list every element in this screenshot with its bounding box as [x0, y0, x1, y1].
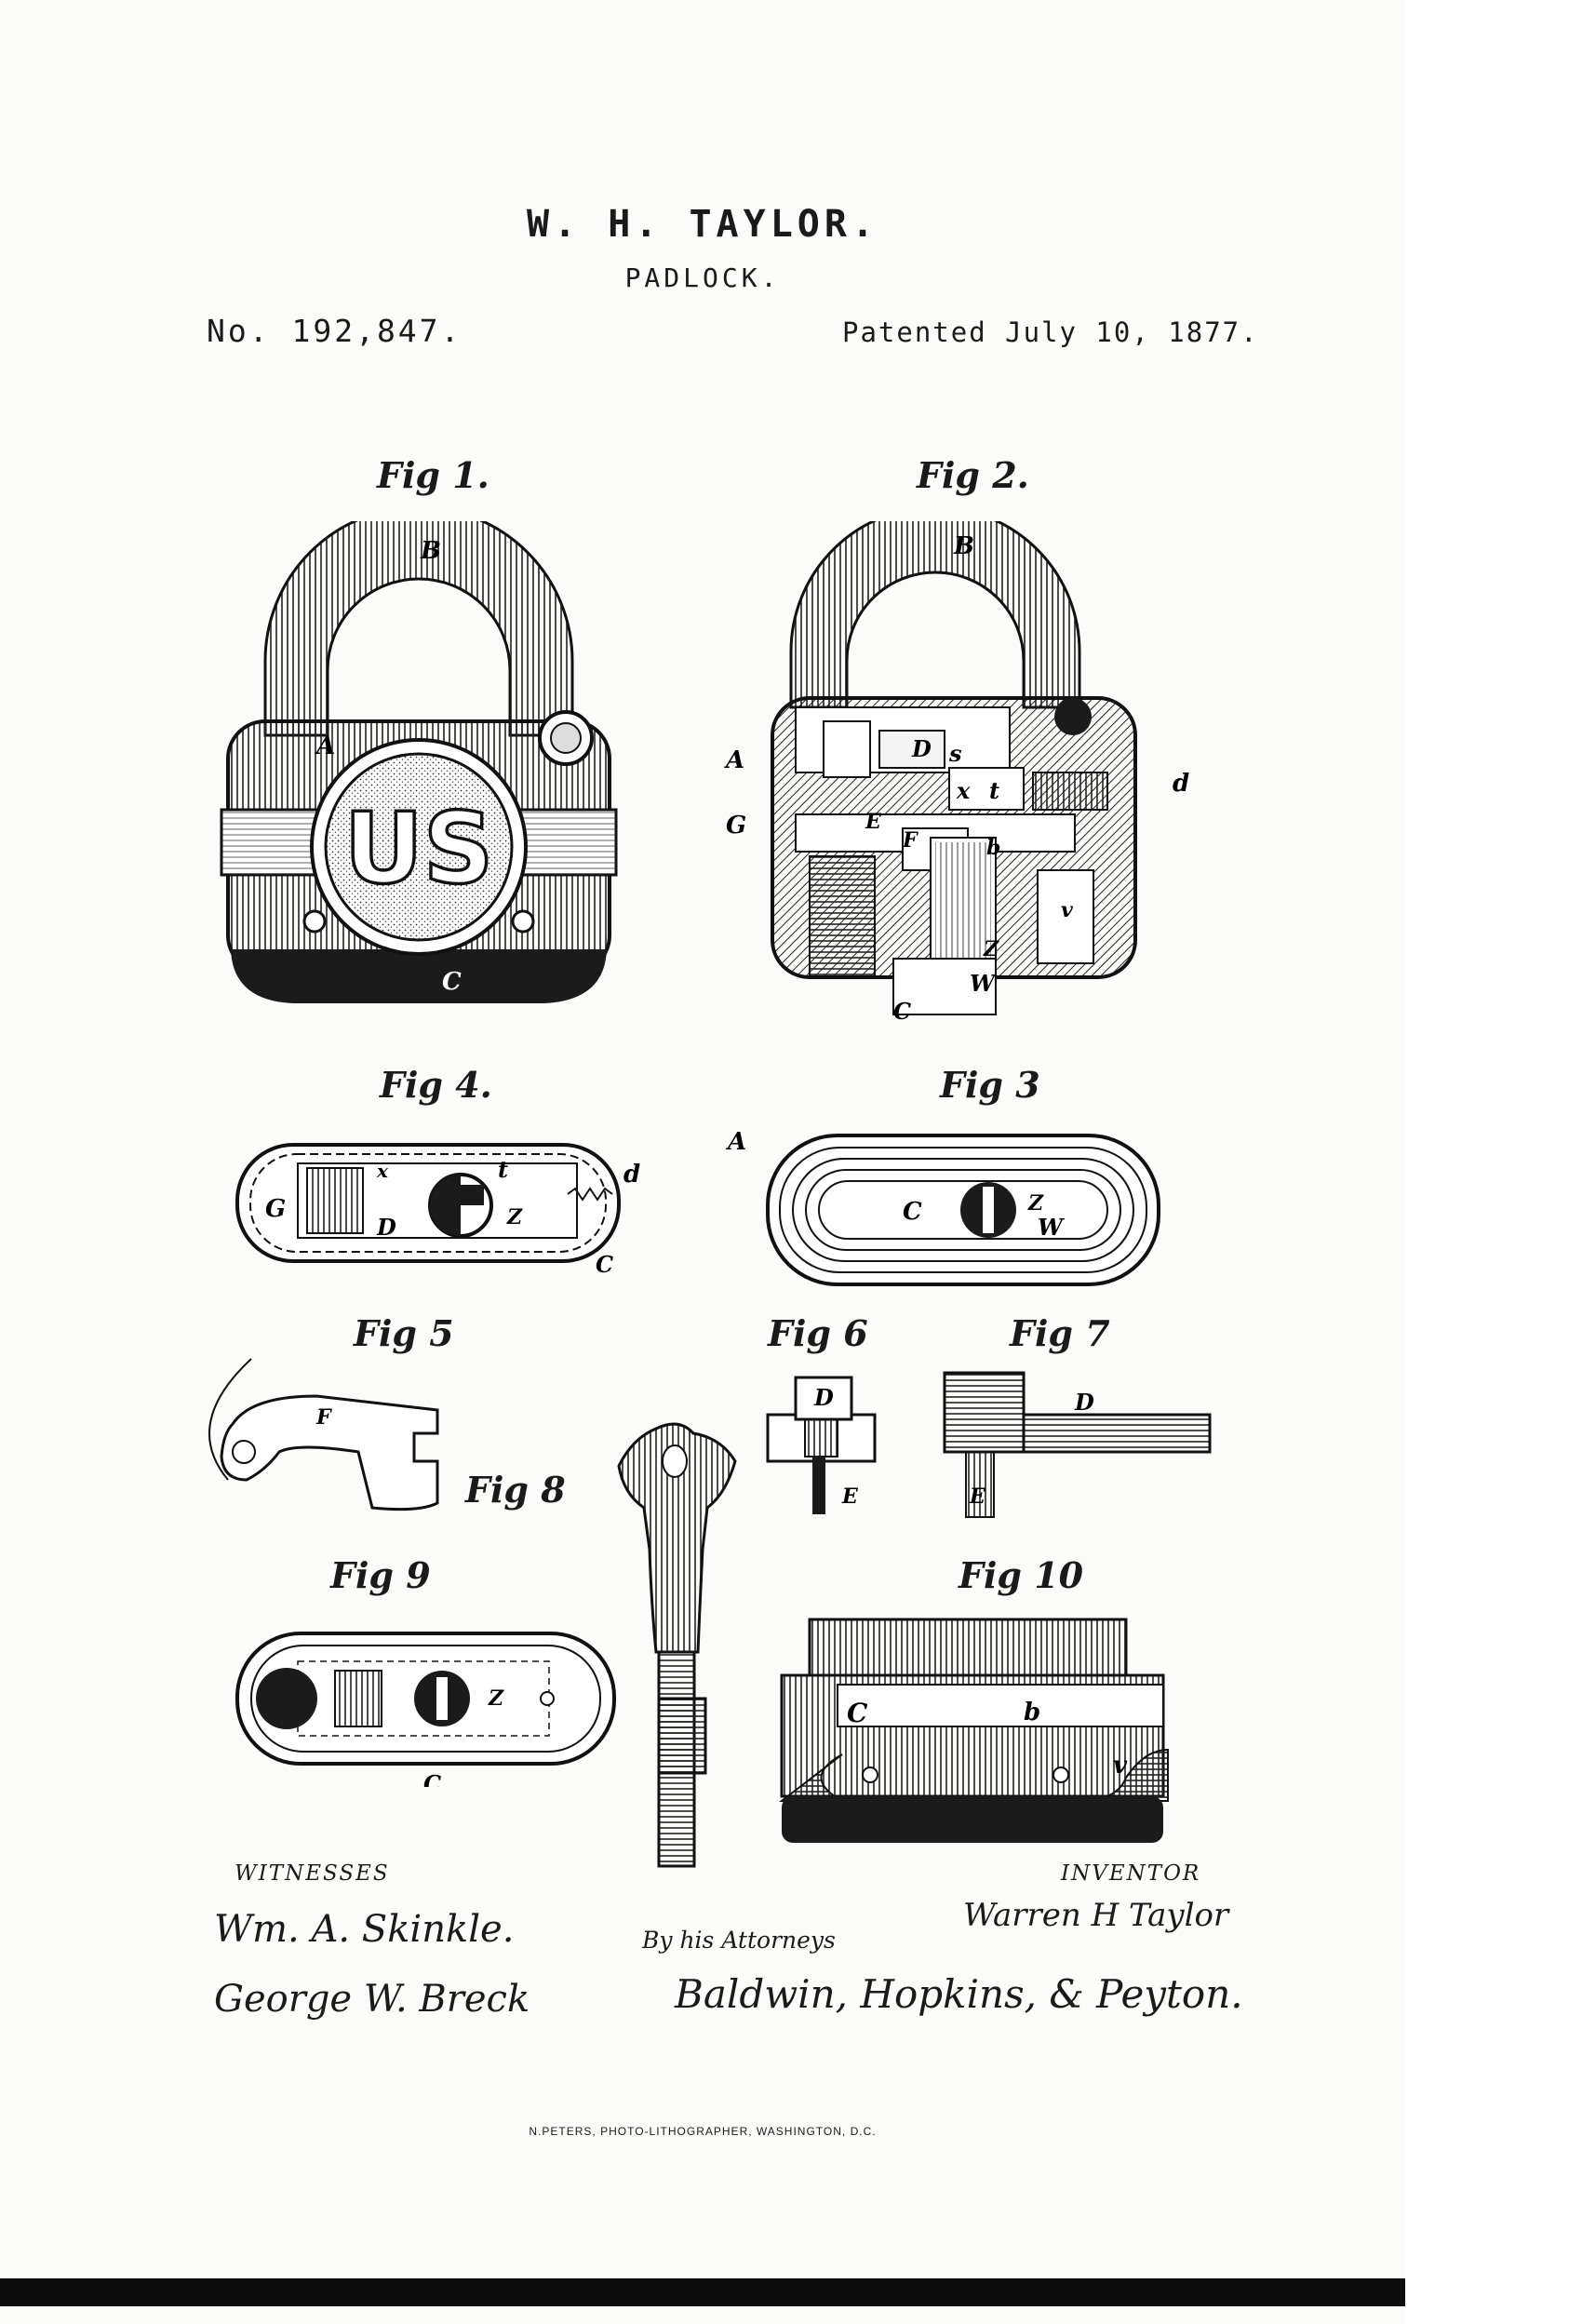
- fig6-label: Fig 6: [768, 1312, 868, 1354]
- ref-letter-e: E: [969, 1484, 986, 1509]
- patent-number: No. 192,847.: [207, 313, 463, 349]
- fig4-label: Fig 4.: [380, 1064, 492, 1106]
- us-emblem-text: US: [344, 792, 494, 906]
- ref-letter-c: C: [423, 1770, 441, 1787]
- printer-credit: N.PETERS, PHOTO-LITHOGRAPHER, WASHINGTON…: [529, 2125, 877, 2138]
- fig7-part: D E: [943, 1371, 1212, 1518]
- ref-letter-a: A: [723, 746, 744, 774]
- fig4-lock-plan: G x D t Z d C: [235, 1143, 640, 1278]
- witnesses-label: WITNESSES: [235, 1861, 390, 1886]
- witness-1-signature: Wm. A. Skinkle.: [214, 1908, 515, 1951]
- ref-letter-t: t: [989, 777, 999, 804]
- scan-edge-bar: [0, 2278, 1405, 2306]
- inventor-header: W. H. TAYLOR.: [526, 203, 879, 246]
- fig1-padlock-front: US B A C: [220, 521, 618, 1003]
- fig3-lock-bottom: A C Z W: [725, 1128, 1160, 1286]
- ref-letter-b-small: b: [1024, 1699, 1040, 1726]
- fig9-lock-plan: Z C: [235, 1632, 616, 1787]
- fig3-label: Fig 3: [940, 1064, 1040, 1106]
- inventor-signature: Warren H Taylor: [963, 1897, 1229, 1934]
- patent-date: Patented July 10, 1877.: [842, 316, 1259, 348]
- fig5-label: Fig 5: [354, 1312, 454, 1354]
- patent-title: PADLOCK.: [624, 262, 781, 293]
- ref-letter-b-small: b: [986, 836, 1000, 860]
- ref-letter-c: C: [596, 1251, 613, 1278]
- fig9-label: Fig 9: [330, 1554, 431, 1596]
- fig8-label: Fig 8: [465, 1469, 566, 1511]
- ref-letter-d: D: [813, 1384, 834, 1411]
- ref-letter-z: Z: [983, 937, 999, 961]
- fig1-label: Fig 1.: [377, 454, 489, 496]
- ref-letter-g: G: [265, 1195, 286, 1223]
- ref-letter-v: v: [1113, 1752, 1128, 1780]
- ref-letter-b: B: [420, 537, 441, 565]
- fig6-part: D E: [766, 1376, 877, 1514]
- ref-letter-w: W: [1038, 1214, 1065, 1241]
- ref-letter-v: v: [1061, 898, 1073, 922]
- fig10-label: Fig 10: [959, 1554, 1084, 1596]
- ref-letter-z: Z: [506, 1205, 523, 1229]
- ref-letter-x: x: [956, 777, 971, 804]
- ref-letter-c: C: [903, 1198, 922, 1226]
- ref-letter-z: Z: [1027, 1191, 1044, 1216]
- ref-letter-c: C: [893, 998, 911, 1024]
- ref-letter-t: t: [498, 1156, 508, 1183]
- ref-letter-s: s: [948, 740, 962, 767]
- ref-letter-z: Z: [488, 1686, 504, 1711]
- fig2-padlock-section: B A G D s x t d E F b v Z W C: [723, 521, 1189, 1024]
- ref-letter-g: G: [726, 812, 746, 840]
- ref-letter-e: E: [841, 1484, 859, 1509]
- ref-letter-b: B: [953, 532, 974, 560]
- ref-letter-f: F: [902, 828, 918, 853]
- ref-letter-c: C: [847, 1698, 868, 1728]
- fig2-label: Fig 2.: [917, 454, 1029, 496]
- ref-letter-d-small: d: [623, 1161, 640, 1189]
- ref-letter-f: F: [315, 1405, 332, 1430]
- fig5-lever: F: [208, 1358, 439, 1511]
- ref-letter-d: D: [911, 735, 932, 762]
- ref-letter-c: C: [442, 968, 462, 996]
- by-attorneys-label: By his Attorneys: [642, 1927, 836, 1954]
- fig7-label: Fig 7: [1010, 1312, 1110, 1354]
- ref-letter-w: W: [970, 970, 997, 997]
- inventor-label: INVENTOR: [1061, 1861, 1201, 1886]
- ref-letter-e: E: [865, 810, 882, 834]
- ref-letter-x: x: [376, 1160, 389, 1182]
- ref-letter-d-small: d: [1173, 770, 1189, 798]
- attorneys-signature: Baldwin, Hopkins, & Peyton.: [675, 1971, 1243, 2017]
- ref-letter-a: A: [314, 732, 335, 760]
- fig10-lock-side: C b v: [779, 1618, 1169, 1843]
- ref-letter-d: D: [1074, 1389, 1094, 1416]
- patent-sheet: [0, 0, 1405, 2324]
- ref-letter-a: A: [725, 1128, 746, 1156]
- ref-letter-d: D: [376, 1214, 396, 1241]
- witness-2-signature: George W. Breck: [214, 1978, 530, 2021]
- fig8-key: [617, 1422, 737, 1868]
